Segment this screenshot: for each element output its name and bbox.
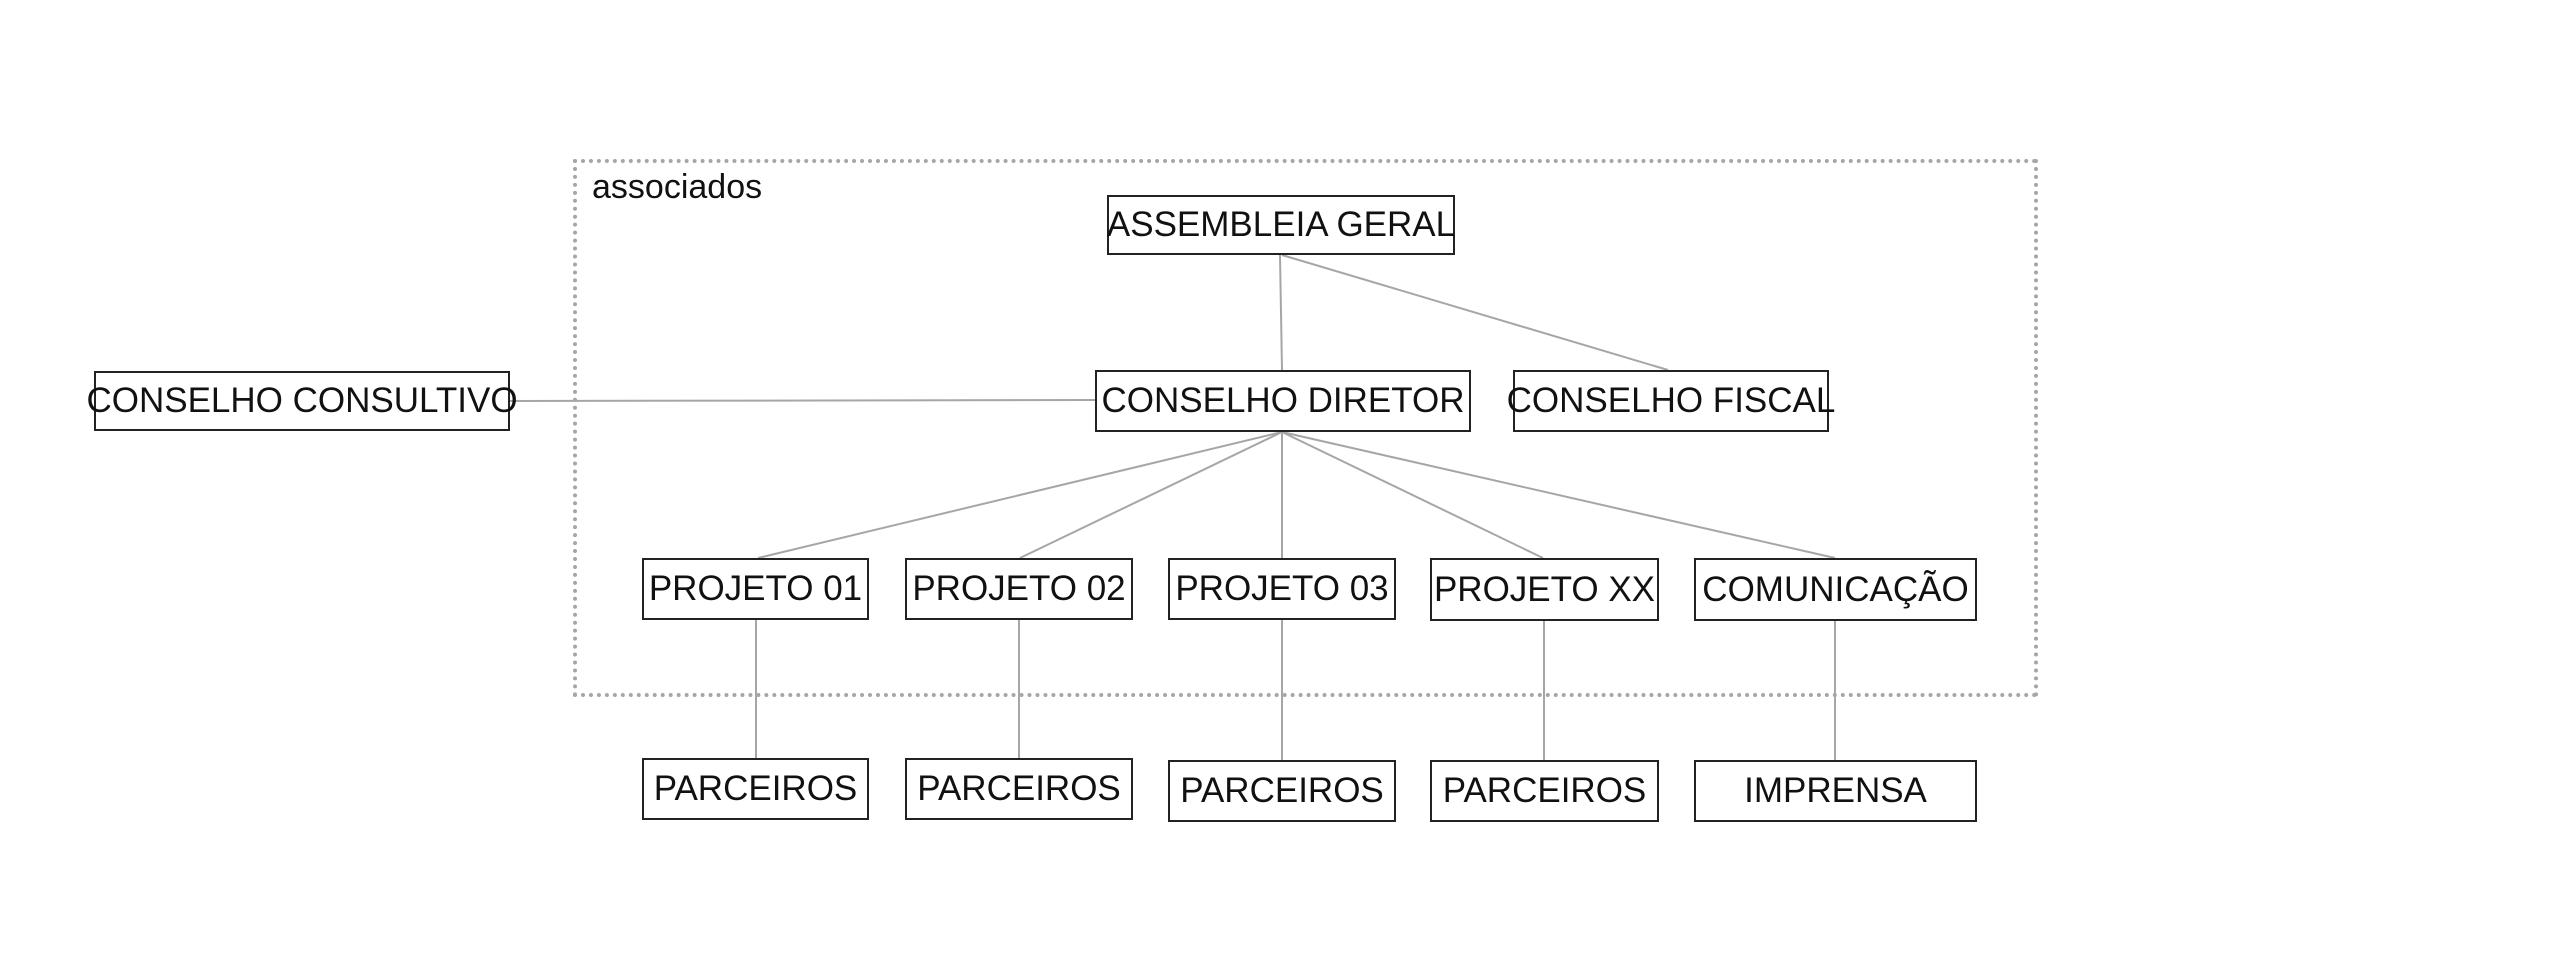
node-parceiros-03[interactable]: PARCEIROS: [1168, 760, 1396, 822]
node-projeto-xx[interactable]: PROJETO XX: [1430, 558, 1659, 621]
edge-assembleia-diretor: [1279, 254, 1283, 371]
node-parceiros-01[interactable]: PARCEIROS: [642, 758, 869, 820]
edge-diretor-comunicacao: [1281, 431, 1836, 559]
associados-group-label: associados: [592, 168, 763, 206]
node-projeto-02[interactable]: PROJETO 02: [905, 558, 1133, 620]
node-projeto-03[interactable]: PROJETO 03: [1168, 558, 1396, 620]
edge-diretor-projeto-01: [757, 431, 1283, 559]
node-parceiros-xx[interactable]: PARCEIROS: [1430, 760, 1659, 822]
associados-group-frame: [573, 159, 2038, 697]
node-imprensa[interactable]: IMPRENSA: [1694, 760, 1977, 822]
node-assembleia-geral[interactable]: ASSEMBLEIA GERAL: [1107, 195, 1455, 255]
edge-consultivo-diretor: [509, 399, 1096, 402]
node-conselho-diretor[interactable]: CONSELHO DIRETOR: [1095, 370, 1471, 432]
node-comunicacao[interactable]: COMUNICAÇÃO: [1694, 558, 1977, 621]
node-conselho-fiscal[interactable]: CONSELHO FISCAL: [1507, 370, 1835, 432]
node-projeto-01[interactable]: PROJETO 01: [642, 558, 869, 620]
edge-diretor-projeto-xx: [1281, 431, 1544, 559]
edge-assembleia-fiscal: [1281, 254, 1669, 371]
node-conselho-consultivo[interactable]: CONSELHO CONSULTIVO: [86, 371, 518, 431]
edge-diretor-projeto-02: [1019, 431, 1283, 559]
node-parceiros-02[interactable]: PARCEIROS: [905, 758, 1133, 820]
